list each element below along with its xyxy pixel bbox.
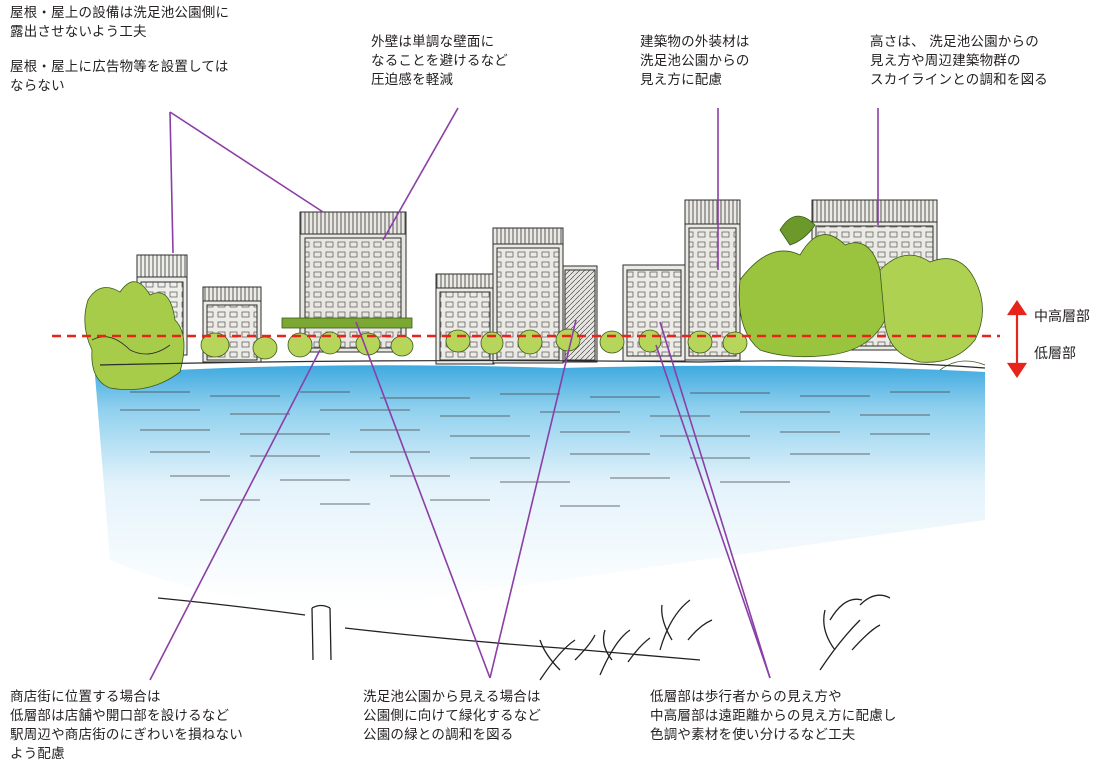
note-line: 中高層部は遠距離からの見え方に配慮し bbox=[650, 708, 897, 724]
note-line: 公園側に向けて緑化するなど bbox=[363, 708, 542, 724]
note-line: 公園の緑との調和を図る bbox=[363, 727, 514, 743]
shoreline bbox=[99, 359, 986, 369]
leader-low-2 bbox=[659, 321, 771, 679]
note-height: 高さは、 洗足池公園からの 見え方や周辺建築物群の スカイラインとの調和を図る bbox=[870, 33, 1048, 90]
note-line: 色調や素材を使い分けるなど工夫 bbox=[650, 727, 856, 743]
leader-lines bbox=[149, 107, 879, 681]
note-line: なることを避けるなど bbox=[371, 53, 508, 69]
leader-outer-wall bbox=[382, 107, 459, 241]
note-exterior-material: 建築物の外装材は 洗足池公園からの 見え方に配慮 bbox=[640, 33, 750, 90]
leader-roof-tower bbox=[169, 111, 324, 213]
note-line: 圧迫感を軽減 bbox=[371, 72, 454, 88]
note-line: 駅周辺や商店街のにぎわいを損ねない bbox=[10, 727, 243, 743]
leader-shopping bbox=[149, 349, 321, 681]
leader-park-2 bbox=[489, 319, 577, 679]
note-shopping-street: 商店街に位置する場合は 低層部は店舗や開口部を設けるなど 駅周辺や商店街のにぎわ… bbox=[10, 688, 243, 764]
note-line: スカイラインとの調和を図る bbox=[870, 72, 1048, 88]
leader-roof-left bbox=[169, 111, 174, 254]
pond-water bbox=[95, 365, 985, 605]
note-line: よう配慮 bbox=[10, 746, 65, 762]
note-line: ならない bbox=[10, 78, 65, 94]
note-low-level: 低層部は歩行者からの見え方や 中高層部は遠距離からの見え方に配慮し 色調や素材を… bbox=[650, 688, 897, 745]
note-roof-ads: 屋根・屋上に広告物等を設置しては ならない bbox=[10, 58, 229, 96]
label-upper-level: 中高層部 bbox=[1034, 309, 1090, 325]
level-arrow bbox=[1006, 300, 1028, 378]
note-line: 見え方に配慮 bbox=[640, 72, 723, 88]
note-outer-wall: 外壁は単調な壁面に なることを避けるなど 圧迫感を軽減 bbox=[371, 33, 508, 90]
note-park-view: 洗足池公園から見える場合は 公園側に向けて緑化するなど 公園の緑との調和を図る bbox=[363, 688, 541, 745]
note-line: 見え方や周辺建築物群の bbox=[870, 53, 1021, 69]
note-roof-equipment: 屋根・屋上の設備は洗足池公園側に 露出させないよう工夫 bbox=[10, 4, 229, 42]
leader-low-1 bbox=[655, 344, 771, 679]
note-line: 外壁は単調な壁面に bbox=[371, 34, 495, 50]
note-line: 高さは、 洗足池公園からの bbox=[870, 34, 1039, 50]
leader-park-1 bbox=[355, 321, 491, 679]
note-line: 商店街に位置する場合は bbox=[10, 689, 161, 705]
foreground-sketch bbox=[157, 594, 891, 681]
note-line: 建築物の外装材は bbox=[640, 34, 750, 50]
note-line: 低層部は店舗や開口部を設けるなど bbox=[10, 708, 230, 724]
note-line: 露出させないよう工夫 bbox=[10, 24, 147, 40]
note-line: 屋根・屋上の設備は洗足池公園側に bbox=[10, 5, 230, 21]
note-line: 洗足池公園から見える場合は bbox=[363, 689, 541, 705]
note-line: 屋根・屋上に広告物等を設置しては bbox=[10, 59, 229, 75]
note-line: 低層部は歩行者からの見え方や bbox=[650, 689, 842, 705]
note-line: 洗足池公園からの bbox=[640, 53, 750, 69]
label-lower-level: 低層部 bbox=[1034, 346, 1076, 362]
